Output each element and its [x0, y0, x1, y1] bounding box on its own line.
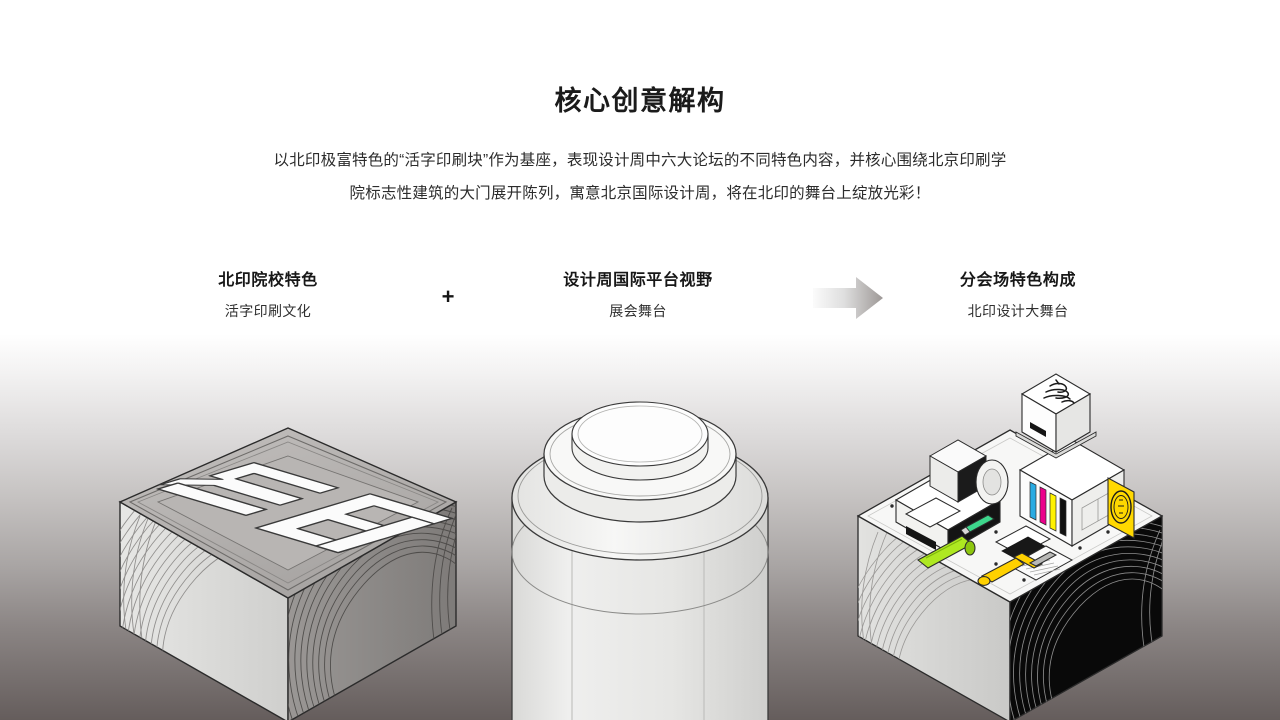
marker-pen-icon — [960, 514, 995, 536]
artwork-design-stage — [856, 373, 1164, 720]
concept-column-3: 分会场特色构成 北印设计大舞台 — [918, 271, 1118, 320]
concept-title-1: 北印院校特色 — [218, 272, 318, 289]
stage-tools — [917, 514, 1058, 586]
description-line-2: 院标志性建筑的大门展开陈列，寓意北京国际设计周，将在北印的舞台上绽放光彩！ — [349, 185, 931, 202]
description-paragraph: 以北印极富特色的“活字印刷块”作为基座，表现设计周中六大论坛的不同特色内容，并核… — [240, 144, 1040, 210]
page-title: 核心创意解构 — [554, 86, 726, 116]
stage-yellow-banner — [1107, 477, 1135, 539]
cmyk-color-bars — [1029, 481, 1067, 537]
description-line-1: 以北印极富特色的“活字印刷块”作为基座，表现设计周中六大论坛的不同特色内容，并核… — [273, 152, 1007, 169]
concept-column-1: 北印院校特色 活字印刷文化 — [168, 271, 368, 320]
concept-subtitle-1: 活字印刷文化 — [224, 303, 312, 319]
concept-column-2: 设计周国际平台视野 展会舞台 — [538, 271, 738, 320]
tower-logo-glyph — [1043, 379, 1075, 404]
type-block-glyph — [156, 462, 454, 554]
concept-title-3: 分会场特色构成 — [959, 272, 1077, 289]
highlighter-icon — [917, 535, 976, 569]
artwork-stage-cylinder — [511, 401, 769, 720]
concept-subtitle-2: 展会舞台 — [609, 303, 667, 319]
artwork-illustrations — [0, 330, 1280, 720]
stage-gate-building — [1015, 373, 1135, 547]
arrow-right-icon — [812, 275, 884, 321]
brush-icon — [977, 551, 1058, 586]
artwork-type-block — [118, 427, 458, 720]
plus-icon: + — [441, 284, 455, 309]
concept-title-2: 设计周国际平台视野 — [563, 272, 713, 289]
concept-subtitle-3: 北印设计大舞台 — [967, 303, 1069, 319]
